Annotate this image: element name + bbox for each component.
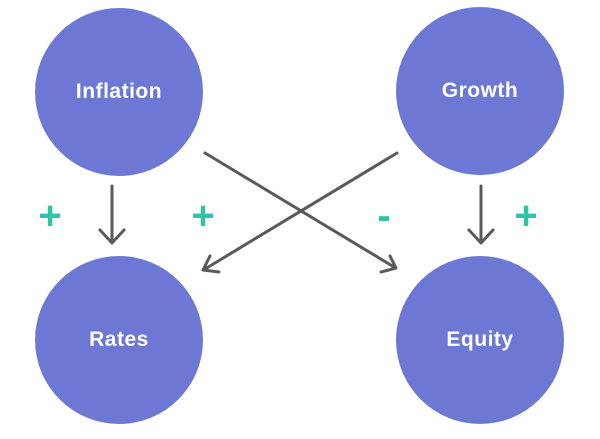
- node-rates: Rates: [35, 256, 203, 424]
- node-inflation: Inflation: [35, 8, 203, 176]
- node-growth-label: Growth: [441, 79, 519, 102]
- node-equity: Equity: [396, 256, 564, 424]
- sign-growth-to-rates: +: [191, 194, 215, 238]
- sign-growth-to-equity: +: [514, 194, 538, 238]
- arrow-inflation-to-equity: [203, 151, 398, 274]
- arrow-growth-to-rates: [201, 151, 399, 274]
- node-growth: Growth: [396, 7, 564, 175]
- sign-inflation-to-rates: +: [38, 194, 62, 238]
- arrow-inflation-to-rates: [98, 184, 126, 245]
- node-rates-label: Rates: [89, 328, 149, 351]
- sign-inflation-to-equity: -: [377, 194, 391, 238]
- node-equity-label: Equity: [446, 328, 514, 351]
- arrow-growth-to-equity: [467, 184, 495, 245]
- node-inflation-label: Inflation: [75, 80, 163, 103]
